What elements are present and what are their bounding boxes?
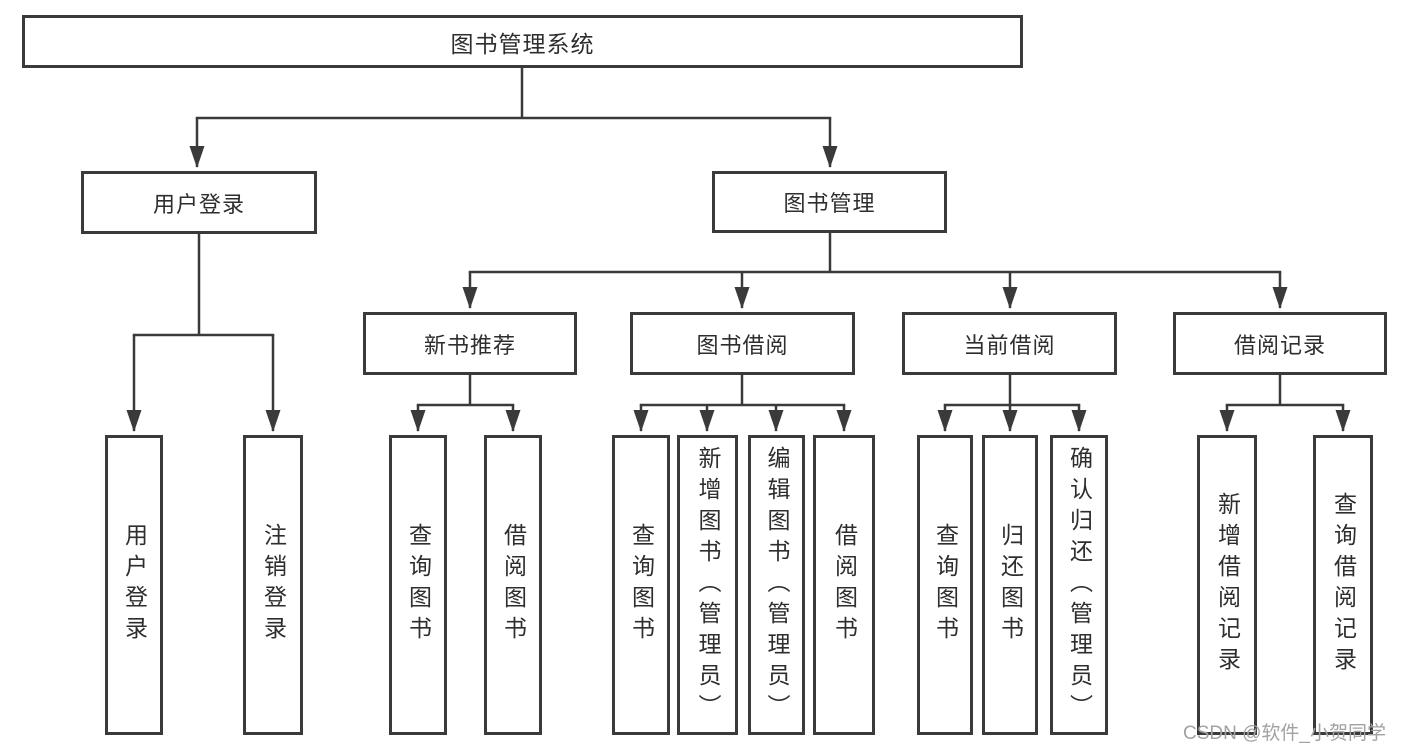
leaf-confirm-return-admin: 确认归还（管理员）: [1050, 435, 1108, 735]
node-book-management: 图书管理: [712, 171, 947, 233]
node-borrowing-records: 借阅记录: [1173, 312, 1387, 375]
leaf-user-login: 用户登录: [105, 435, 163, 735]
leaf-label: 查询图书: [932, 523, 959, 647]
node-label: 图书管理系统: [450, 30, 595, 57]
leaf-query-books-borrow: 查询图书: [612, 435, 670, 735]
leaf-label: 用户登录: [121, 523, 148, 647]
leaf-label: 查询借阅记录: [1330, 492, 1357, 678]
leaf-borrow-books-recommend: 借阅图书: [484, 435, 542, 735]
leaf-add-books-admin: 新增图书（管理员）: [677, 435, 738, 735]
node-user-login: 用户登录: [81, 171, 317, 234]
node-label: 用户登录: [152, 191, 245, 217]
csdn-watermark: CSDN @软件_小贺同学: [1183, 723, 1386, 744]
leaf-label: 注销登录: [260, 523, 287, 647]
node-label: 图书借阅: [696, 332, 789, 358]
node-label: 新书推荐: [423, 332, 516, 358]
node-label: 图书管理: [783, 191, 876, 216]
leaf-label: 新增借阅记录: [1214, 492, 1241, 678]
node-label: 借阅记录: [1233, 332, 1326, 358]
leaf-label: 归还图书: [997, 523, 1024, 647]
leaf-label: 查询图书: [405, 523, 432, 647]
leaf-label: 编辑图书（管理员）: [764, 445, 790, 725]
node-current-borrowing: 当前借阅: [902, 312, 1117, 375]
leaf-query-books-current: 查询图书: [917, 435, 973, 735]
leaf-edit-books-admin: 编辑图书（管理员）: [748, 435, 805, 735]
leaf-label: 确认归还（管理员）: [1066, 445, 1093, 725]
node-label: 当前借阅: [963, 332, 1056, 358]
leaf-query-books-recommend: 查询图书: [389, 435, 447, 735]
leaf-add-borrow-record: 新增借阅记录: [1197, 435, 1257, 735]
leaf-label: 新增图书（管理员）: [695, 445, 721, 725]
leaf-borrow-books: 借阅图书: [813, 435, 875, 735]
leaf-logout: 注销登录: [243, 435, 303, 735]
leaf-query-borrow-record: 查询借阅记录: [1313, 435, 1373, 735]
leaf-label: 查询图书: [628, 523, 655, 647]
node-book-borrowing: 图书借阅: [630, 312, 855, 375]
node-new-book-recommendation: 新书推荐: [363, 312, 577, 375]
node-library-management-system: 图书管理系统: [22, 15, 1023, 68]
leaf-label: 借阅图书: [831, 523, 858, 647]
leaf-label: 借阅图书: [500, 523, 527, 647]
leaf-return-books: 归还图书: [982, 435, 1038, 735]
